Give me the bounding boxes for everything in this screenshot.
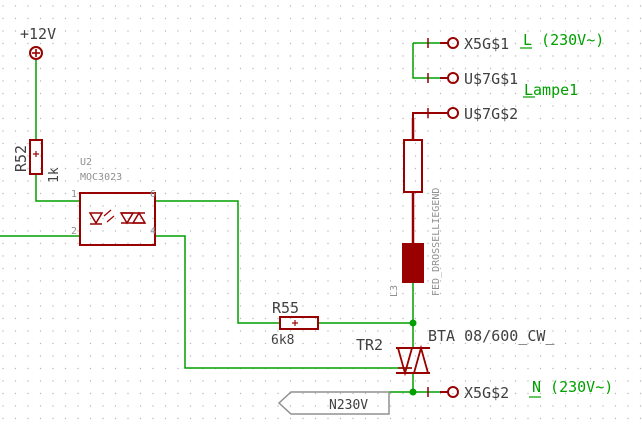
r55-name: R55 bbox=[272, 299, 299, 317]
net-port-label: N230V bbox=[329, 398, 368, 413]
u2-pin-4: 4 bbox=[150, 226, 156, 237]
u2-pin-6: 6 bbox=[150, 189, 156, 200]
u2-pin-2: 2 bbox=[71, 226, 77, 237]
net-label-n: N (230V~) bbox=[532, 378, 613, 396]
wire-r52-optocoupler bbox=[35, 174, 80, 202]
net-label-l: L (230V~) bbox=[523, 31, 604, 49]
wire-bridge-u7g1 bbox=[412, 43, 440, 79]
optocoupler-icon bbox=[79, 192, 156, 246]
resistor-icon bbox=[29, 139, 43, 175]
connector-x5g1: X5G$1 bbox=[464, 35, 509, 53]
triac-icon bbox=[396, 344, 430, 377]
inductor-icon bbox=[402, 243, 424, 283]
resistor-icon bbox=[279, 316, 319, 330]
r52-name: R52 bbox=[12, 145, 30, 172]
connector-pin-icon bbox=[427, 72, 459, 84]
junction-dot bbox=[409, 388, 417, 396]
supply-label: +12V bbox=[20, 25, 56, 43]
connector-pin-icon bbox=[412, 107, 459, 119]
net-port-icon bbox=[277, 391, 390, 415]
supply-symbol-icon bbox=[29, 46, 43, 60]
u2-pin-1: 1 bbox=[71, 189, 77, 200]
u2-value: MOC3023 bbox=[80, 172, 122, 183]
connector-u7g2: U$7G$2 bbox=[464, 105, 518, 123]
junction-dot bbox=[409, 319, 417, 327]
tr2-value: BTA 08/600_CW_ bbox=[428, 327, 555, 345]
wire-opto-gate bbox=[155, 235, 412, 369]
choke-name: FED_DROSSELLIEGEND bbox=[431, 188, 442, 296]
wires bbox=[0, 42, 440, 393]
tr2-name: TR2 bbox=[356, 336, 383, 354]
connector-u7g1: U$7G$1 bbox=[464, 70, 518, 88]
connector-pin-icon bbox=[427, 386, 459, 398]
choke-ref: L3 bbox=[389, 285, 400, 297]
net-label-lampe: Lampe1 bbox=[524, 81, 578, 99]
r52-value: 1k bbox=[47, 167, 62, 183]
connector-x5g2: X5G$2 bbox=[464, 384, 509, 402]
u2-name: U2 bbox=[80, 157, 92, 168]
connector-pin-icon bbox=[427, 37, 459, 49]
wire-opto-r55 bbox=[155, 200, 280, 324]
r55-value: 6k8 bbox=[271, 333, 294, 348]
